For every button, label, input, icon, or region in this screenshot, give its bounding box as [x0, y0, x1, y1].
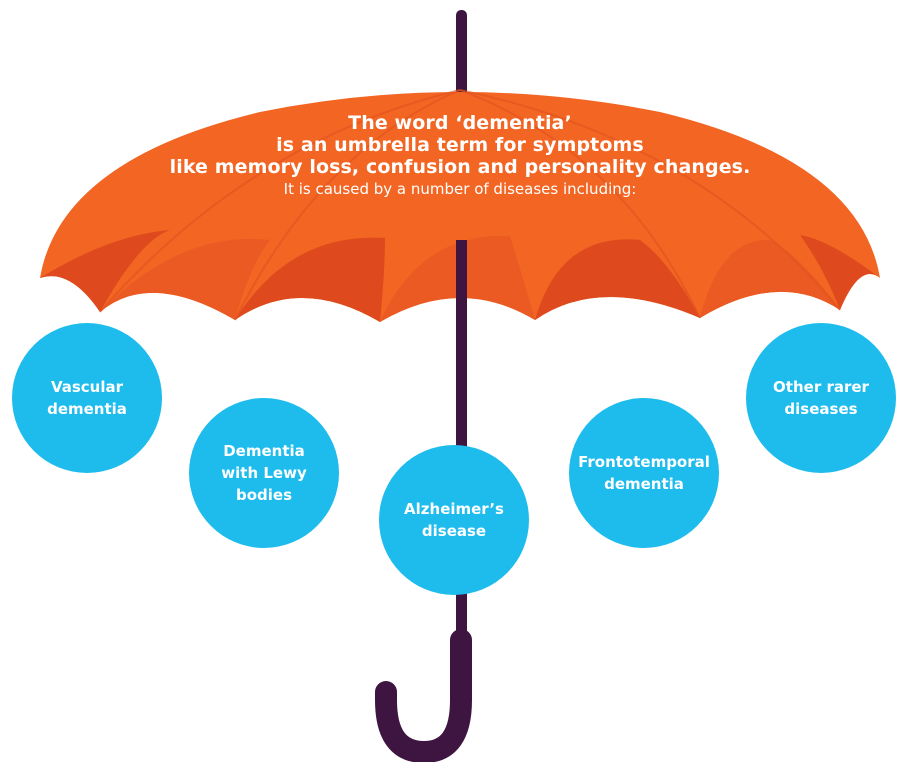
disease-label: Vascular dementia: [47, 378, 127, 418]
disease-circle-lewy-bodies: Dementia with Lewy bodies: [189, 398, 339, 548]
disease-circle-frontotemporal: Frontotemporal dementia: [569, 398, 719, 548]
disease-label: Alzheimer’s disease: [404, 500, 504, 540]
intro-text: The word ‘dementia’ is an umbrella term …: [120, 112, 800, 200]
intro-line-4: It is caused by a number of diseases inc…: [283, 180, 637, 198]
disease-circle-vascular: Vascular dementia: [12, 323, 162, 473]
disease-label: Dementia with Lewy bodies: [221, 442, 307, 504]
disease-label: Frontotemporal dementia: [578, 453, 710, 493]
disease-label: Other rarer diseases: [773, 378, 869, 418]
umbrella-handle: [375, 629, 472, 762]
intro-line-1: The word ‘dementia’: [348, 112, 572, 134]
disease-circle-other-rarer: Other rarer diseases: [746, 323, 896, 473]
umbrella-canopy: [40, 89, 880, 322]
intro-line-2: is an umbrella term for symptoms: [276, 134, 644, 156]
intro-line-3: like memory loss, confusion and personal…: [169, 156, 751, 178]
disease-circle-alzheimers: Alzheimer’s disease: [379, 445, 529, 595]
